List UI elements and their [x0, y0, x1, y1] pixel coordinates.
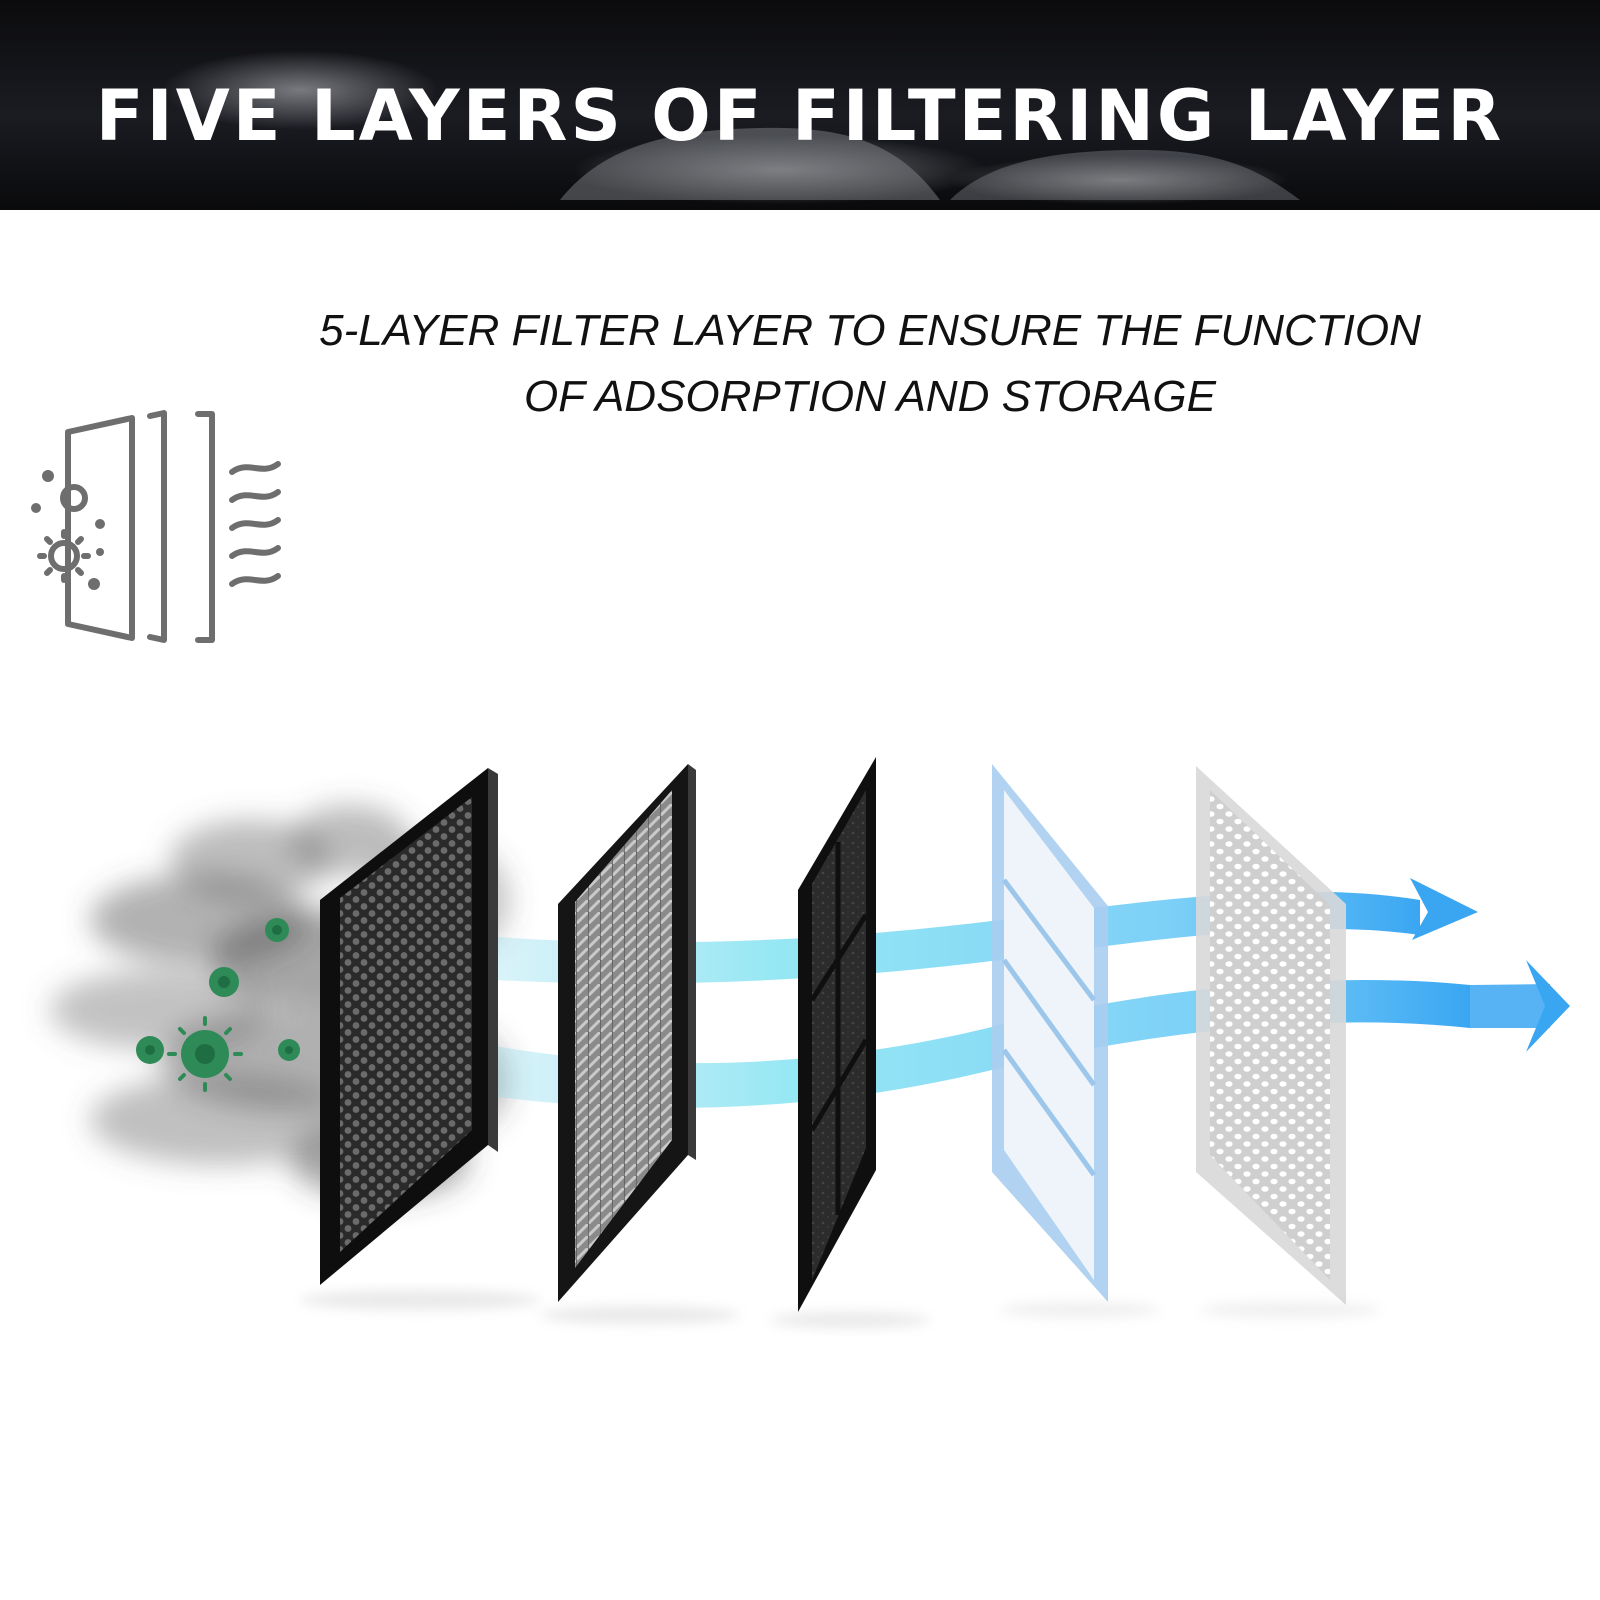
germ-icon — [278, 1039, 300, 1061]
banner-car-silhouettes — [160, 50, 1300, 205]
germ-particles — [136, 918, 300, 1092]
subtitle-line-1: 5-LAYER FILTER LAYER TO ENSURE THE FUNCT… — [319, 306, 1421, 355]
germ-icon — [209, 967, 239, 997]
subtitle-text: 5-LAYER FILTER LAYER TO ENSURE THE FUNCT… — [230, 298, 1510, 430]
filter-layer-carbon — [798, 757, 876, 1312]
air-filter-icon — [37, 410, 281, 643]
filter-layer-cotton — [992, 764, 1108, 1302]
filter-layer-honeycomb — [320, 768, 498, 1285]
header-banner — [0, 0, 1600, 210]
layer-shadows — [300, 1290, 1380, 1328]
subtitle-line-2: OF ADSORPTION AND STORAGE — [524, 372, 1216, 421]
filter-layer-white-mesh — [1196, 766, 1346, 1305]
banner-title: FIVE LAYERS OF FILTERING LAYER — [95, 75, 1505, 157]
particle-dots-icon — [31, 470, 105, 590]
germ-icon — [136, 1036, 164, 1064]
arrow-head-upper-icon — [1410, 878, 1478, 940]
filter-layer-hepa — [558, 764, 696, 1302]
germ-icon — [265, 918, 289, 942]
germ-icon — [167, 1016, 243, 1092]
